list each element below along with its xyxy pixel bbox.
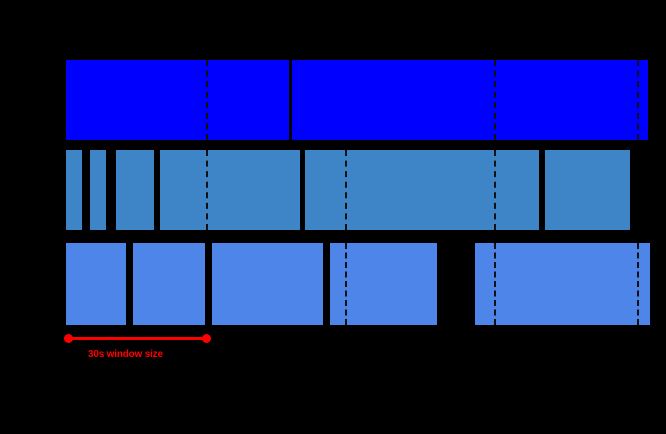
- segment-bar[interactable]: [212, 243, 323, 325]
- segment-bar[interactable]: [66, 150, 82, 230]
- segment-bar[interactable]: [545, 150, 630, 230]
- annotation-label: 30s window size: [88, 349, 163, 360]
- segment-bar[interactable]: [116, 150, 154, 230]
- segment-bar[interactable]: [133, 243, 205, 325]
- segment-bar[interactable]: [66, 60, 289, 140]
- segment-bar[interactable]: [66, 243, 126, 325]
- segment-bar[interactable]: [475, 243, 650, 325]
- segment-bar[interactable]: [90, 150, 106, 230]
- segment-bar[interactable]: [305, 150, 539, 230]
- segment-bar[interactable]: [330, 243, 437, 325]
- annotation-end-cap: [202, 334, 211, 343]
- segment-bar[interactable]: [292, 60, 648, 140]
- segment-bar[interactable]: [160, 150, 300, 230]
- annotation-start-cap: [64, 334, 73, 343]
- annotation-line: [68, 337, 207, 340]
